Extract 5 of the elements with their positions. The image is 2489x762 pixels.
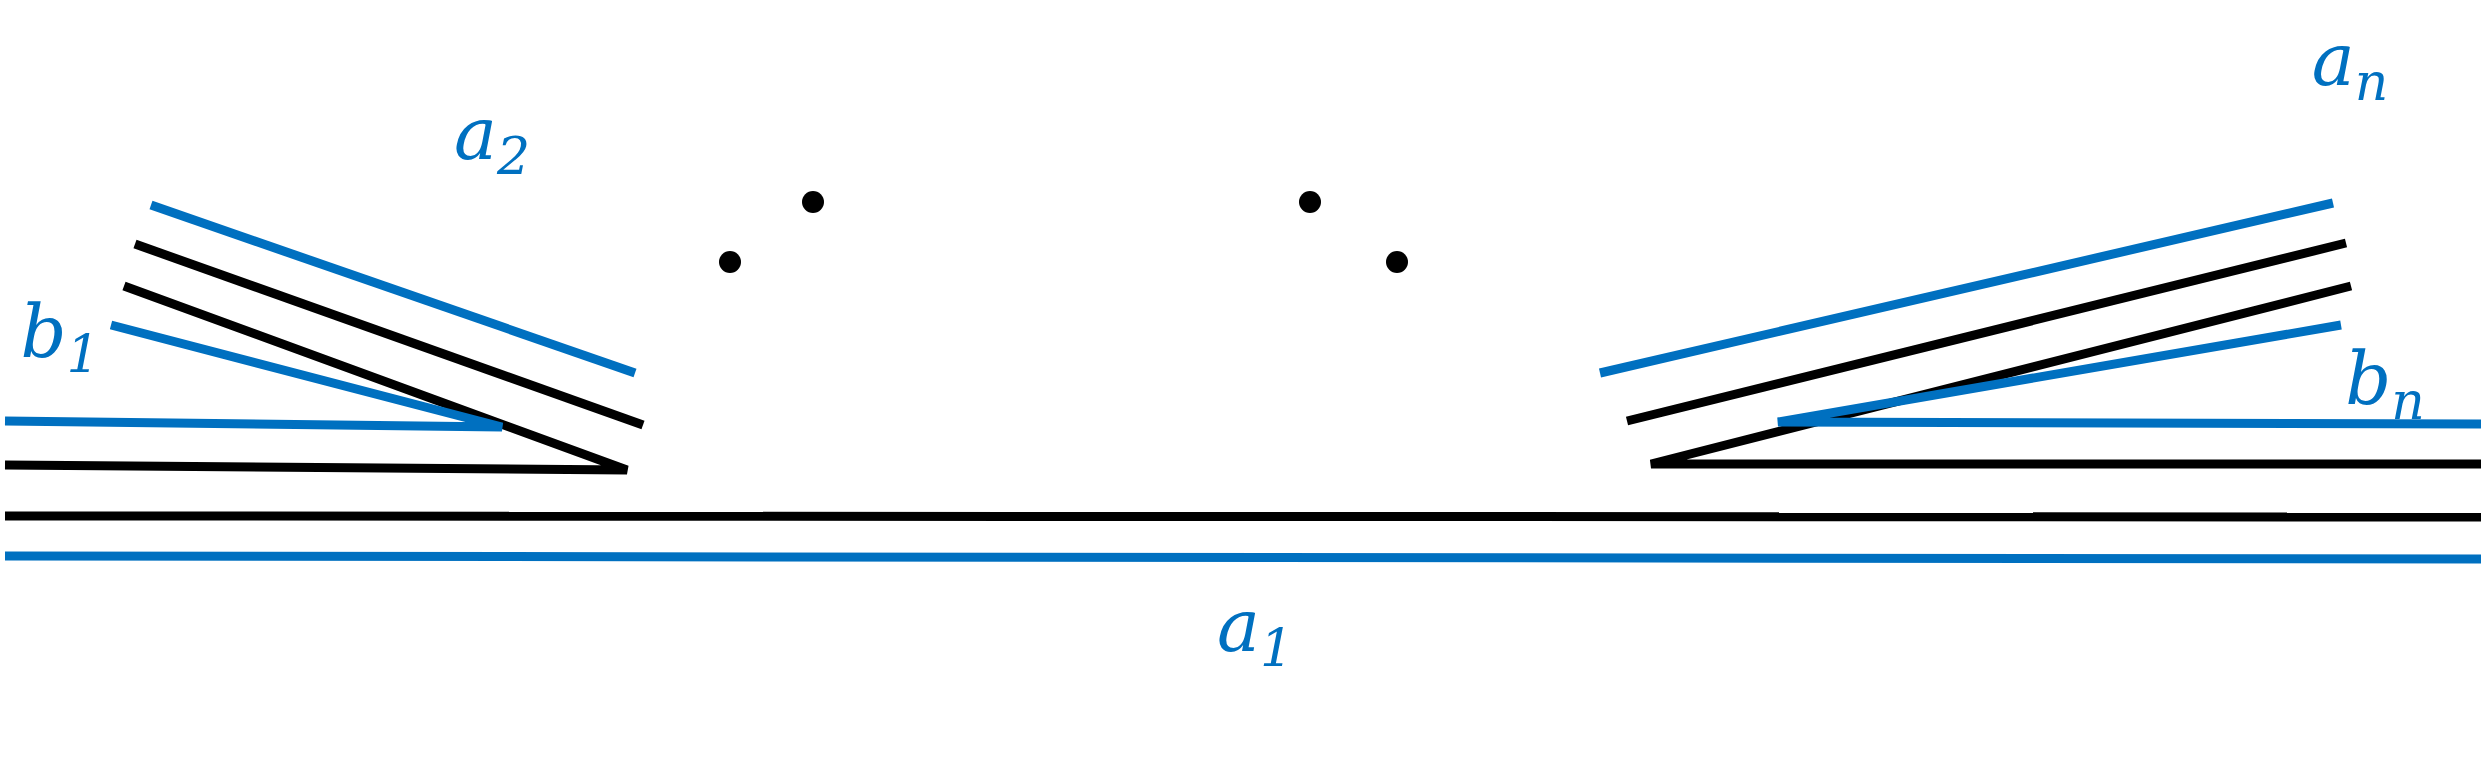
math-label: a$_{n}$ [2311, 23, 2389, 109]
math-label: b$_{1}$ [20, 295, 100, 381]
math-label: b$_{n}$ [2345, 342, 2425, 428]
math-label: a$_{2}$ [454, 97, 530, 183]
math-label: a$_{1}$ [1217, 589, 1293, 675]
